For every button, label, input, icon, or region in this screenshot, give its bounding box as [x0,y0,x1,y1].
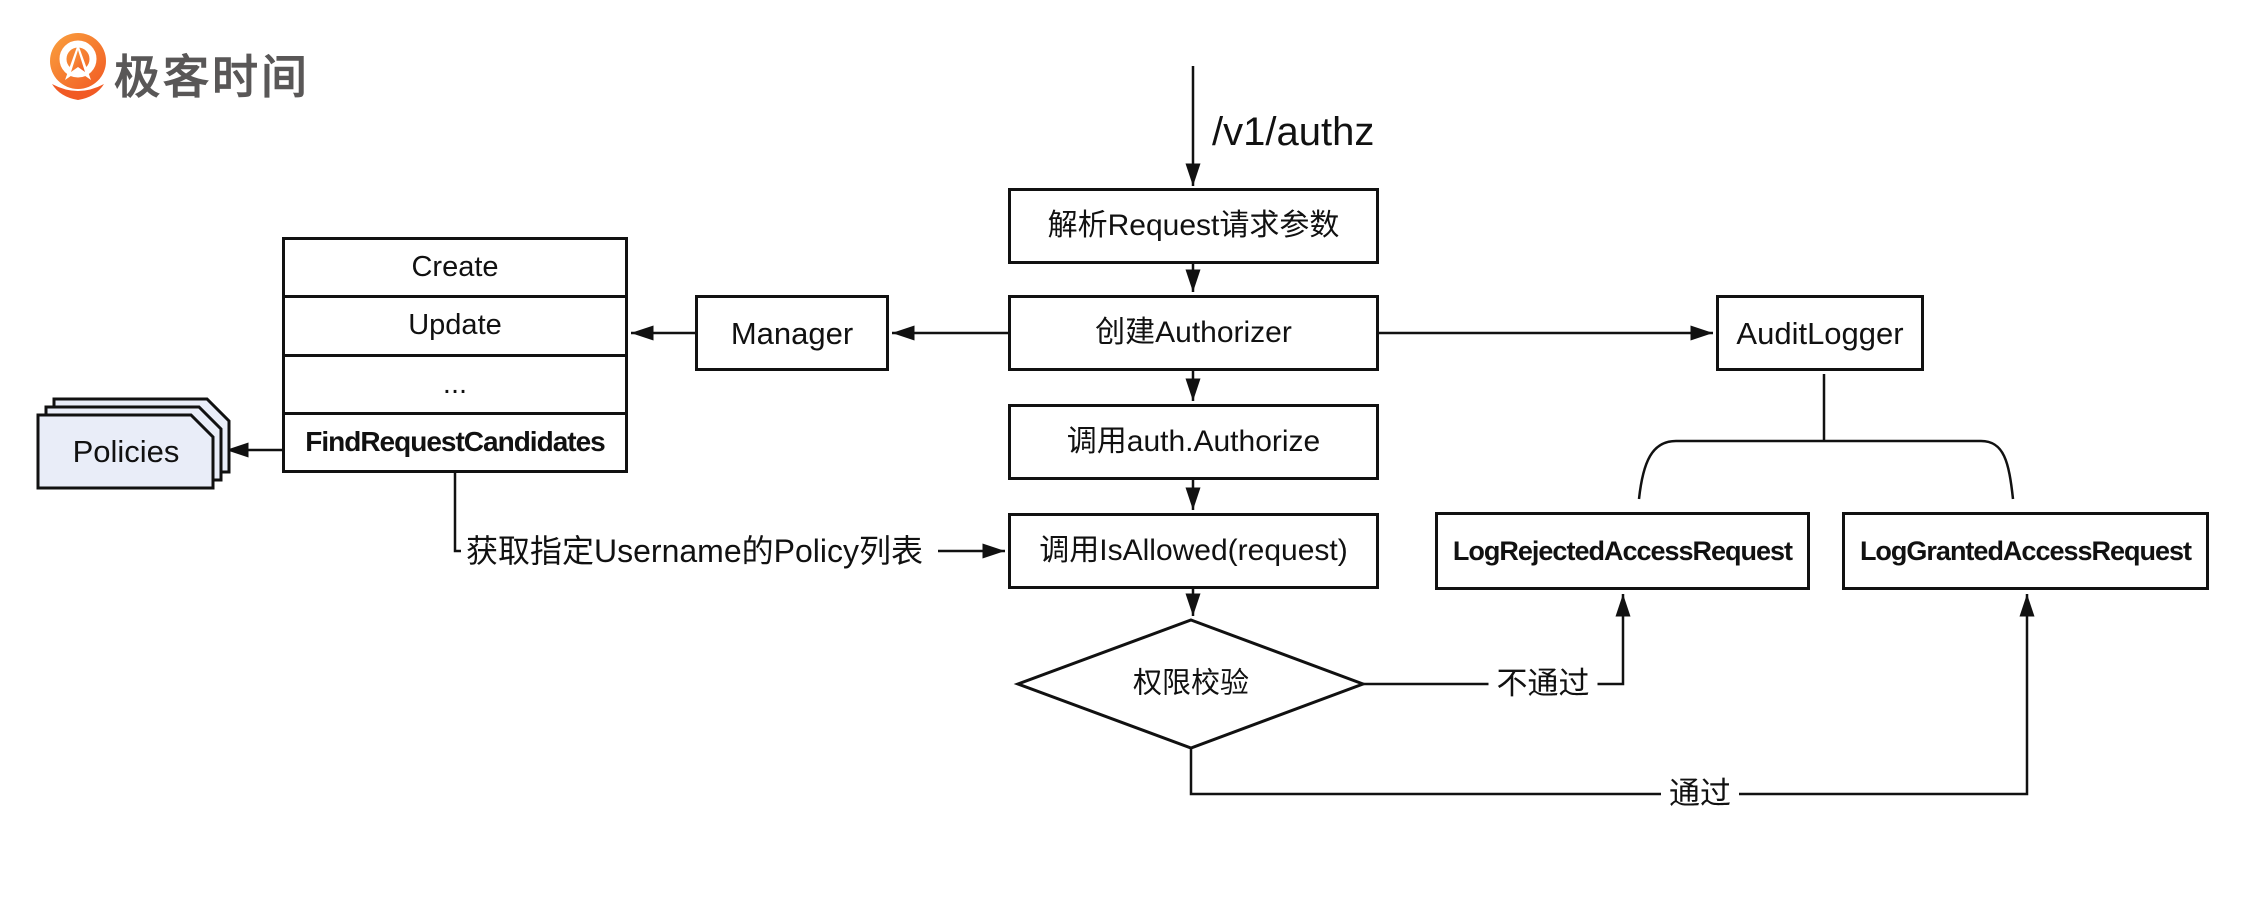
node-log-granted-label: LogGrantedAccessRequest [1859,535,2192,566]
node-call-isallowed: 调用IsAllowed(request) [1008,513,1379,589]
edge-label-get-policies: 获取指定Username的Policy列表 [466,533,923,569]
node-call-authorize-label: 调用auth.Authorize [1066,425,1321,458]
policies-stack-icon [36,397,231,490]
method-row-update: Update [285,295,625,353]
node-call-authorize: 调用auth.Authorize [1008,404,1379,480]
edge-methods-down-stub [453,473,461,553]
edge-decision-rejected [1363,594,1631,686]
method-row-findrequestcandidates: FindRequestCandidates [285,411,625,470]
node-parse-request: 解析Request请求参数 [1008,188,1379,264]
decision-diamond-shape [1013,618,1368,750]
node-auditlogger-label: AuditLogger [1736,315,1904,351]
node-manager: Manager [695,295,889,371]
node-parse-request-label: 解析Request请求参数 [1047,209,1340,242]
method-row-ellipsis: ... [285,353,625,412]
node-call-isallowed-label: 调用IsAllowed(request) [1039,534,1348,567]
node-create-authorizer: 创建Authorizer [1008,295,1379,371]
brand-name: 极客时间 [114,51,310,103]
node-log-rejected: LogRejectedAccessRequest [1435,512,1810,590]
method-row-create: Create [411,251,499,284]
node-manager-label: Manager [730,315,854,351]
edge-auditlogger-brace [1637,439,2015,500]
node-auditlogger: AuditLogger [1716,295,1924,371]
entry-route-label: /v1/authz [1212,110,1375,154]
node-log-granted: LogGrantedAccessRequest [1842,512,2209,590]
node-log-rejected-label: LogRejectedAccessRequest [1452,535,1793,566]
edge-decision-granted [1189,594,2035,796]
node-create-authorizer-label: 创建Authorizer [1095,316,1292,349]
manager-methods-stack: Create Update ... FindRequestCandidates [282,237,628,473]
edge-label-rejected: 不通过 [1488,666,1598,702]
geektime-logo-icon [50,33,106,100]
edge-label-granted: 通过 [1661,776,1739,812]
decision-label: 权限校验 [1132,667,1250,700]
policies-label: Policies [72,434,180,469]
